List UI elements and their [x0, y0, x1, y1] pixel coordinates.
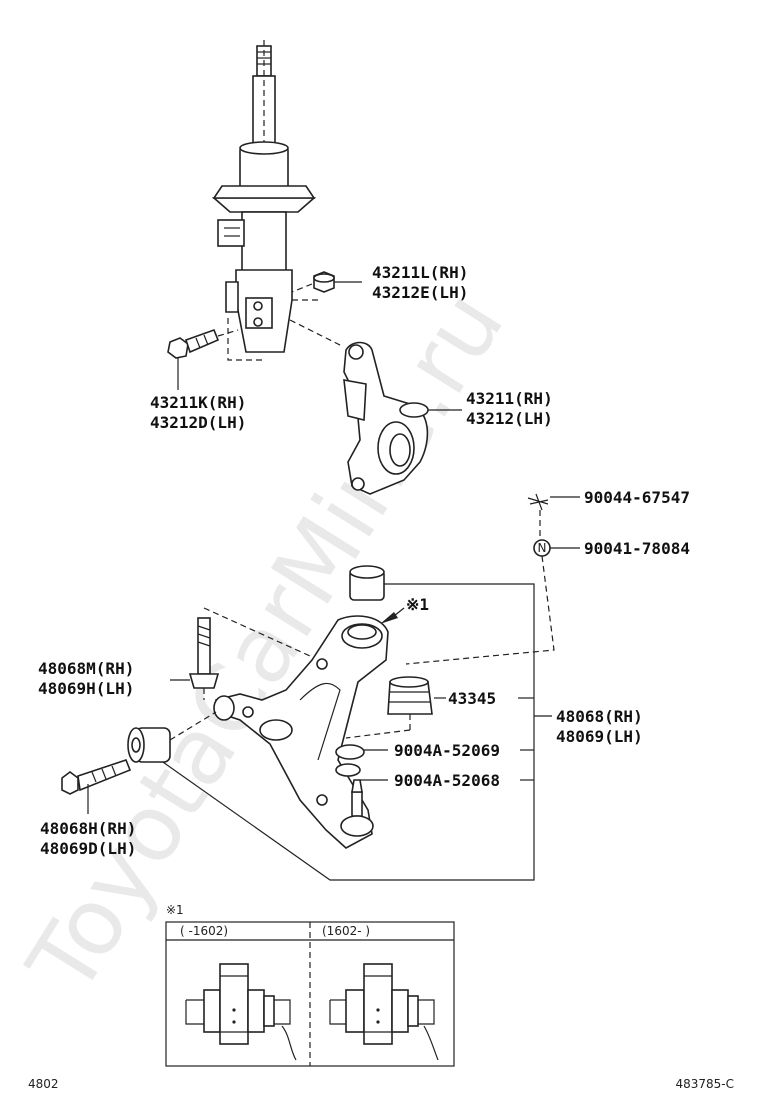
callout-arm-rh: 48068(RH) [556, 707, 643, 726]
callout-arm-bolt-front-lh: 48069H(LH) [38, 679, 134, 698]
callout-arm-bolt-rear-rh: 48068H(RH) [40, 819, 136, 838]
callout-knuckle-bolt-rh: 43211K(RH) [150, 393, 246, 412]
callout-snap-ring-1: 9004A-52069 [394, 741, 500, 760]
callout-arm-bolt-front-rh: 48068M(RH) [38, 659, 134, 678]
watermark-text: ToyotaCarMine.ru [7, 273, 524, 1012]
callout-castle-nut: 90041-78084 [584, 539, 690, 558]
note-mark-label: ※1 [406, 595, 429, 614]
callout-knuckle-nut-rh: 43211L(RH) [372, 263, 468, 282]
nut-marker-label: N [538, 541, 547, 555]
knuckle-nut-drawing [291, 271, 362, 293]
lower-control-arm-drawing [213, 615, 389, 849]
callout-labels: 43211L(RH) 43212E(LH) 43211K(RH) 43212D(… [38, 263, 690, 858]
inset-mark: ※1 [166, 903, 184, 917]
inset-detail: ※1 ( -1602) (1602- ) [165, 903, 455, 1067]
callout-arm-lh: 48069(LH) [556, 727, 643, 746]
callout-cotter-pin: 90044-67547 [584, 488, 690, 507]
rear-arm-bolt-drawing [61, 759, 132, 814]
boot-drawing [345, 676, 534, 739]
callout-knuckle-rh: 43211(RH) [466, 389, 553, 408]
callout-knuckle-bolt-lh: 43212D(LH) [150, 413, 246, 432]
castle-nut-drawing: N [405, 539, 580, 665]
callout-snap-ring-2: 9004A-52068 [394, 771, 500, 790]
callout-arm-bolt-rear-lh: 48069D(LH) [40, 839, 136, 858]
cotter-pin-drawing [527, 493, 580, 538]
inset-left-bushing [185, 963, 297, 1061]
inset-left-range: ( -1602) [180, 924, 228, 938]
top-bushing-drawing [159, 565, 535, 881]
callout-boot: 43345 [448, 689, 496, 708]
callout-knuckle-nut-lh: 43212E(LH) [372, 283, 468, 302]
footer-right-code: 483785-C [675, 1077, 734, 1091]
knuckle-bolt-drawing [167, 328, 239, 390]
inset-right-range: (1602- ) [322, 924, 370, 938]
note-arrow: ※1 [380, 595, 429, 624]
strut-assembly-drawing [211, 40, 320, 361]
steering-knuckle-drawing [289, 319, 462, 495]
callout-knuckle-lh: 43212(LH) [466, 409, 553, 428]
front-arm-bolt-drawing [170, 607, 311, 700]
rear-bushing-drawing [127, 711, 217, 763]
footer-left-code: 4802 [28, 1077, 59, 1091]
snap-ring-drawings [335, 715, 552, 781]
inset-right-bushing [329, 963, 439, 1061]
